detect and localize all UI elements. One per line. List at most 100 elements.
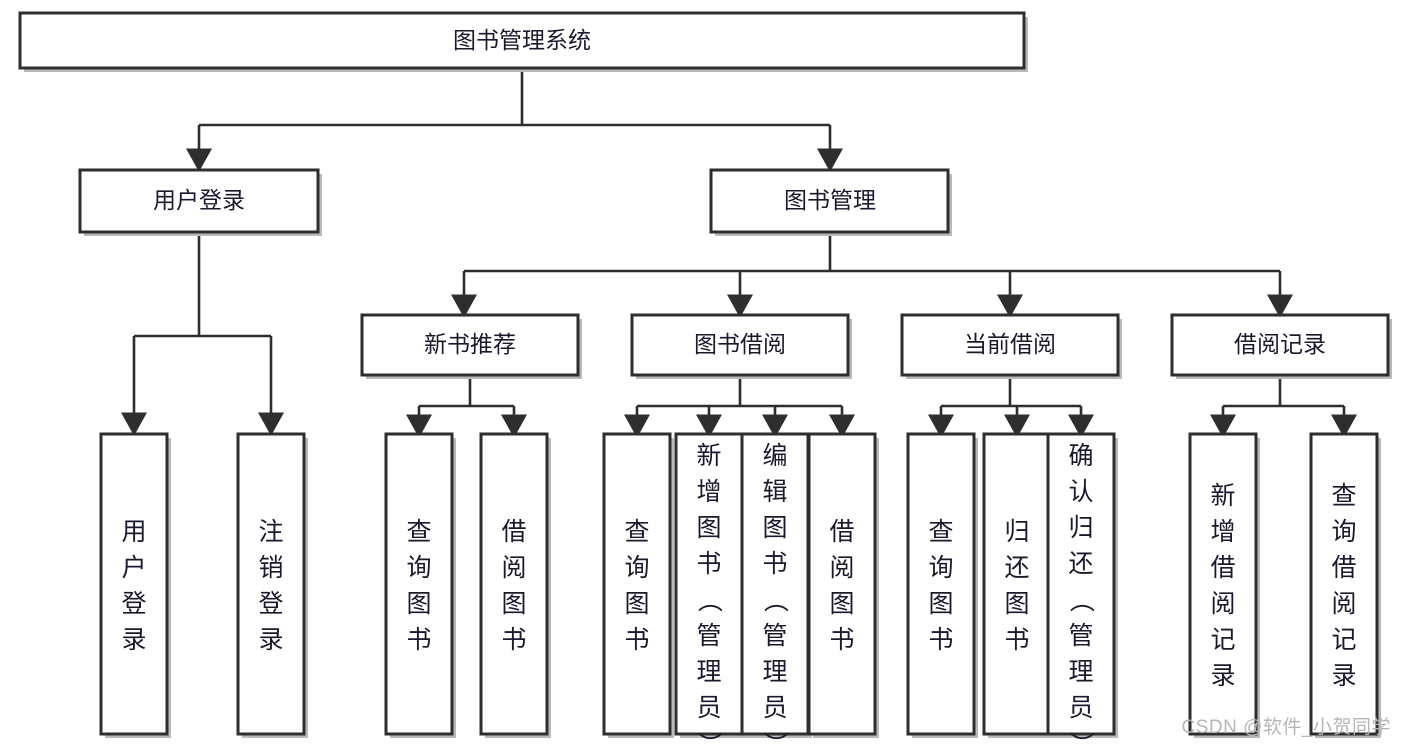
svg-text:理: 理 bbox=[1068, 658, 1093, 686]
node-leaf-query-record-box[interactable] bbox=[1309, 432, 1379, 736]
svg-text:书: 书 bbox=[829, 626, 854, 654]
node-leaf-user-login[interactable]: 用户登录 bbox=[99, 432, 171, 738]
node-new-book-recommend[interactable]: 新书推荐 bbox=[360, 313, 582, 379]
node-leaf-user-login-box[interactable] bbox=[99, 432, 169, 736]
node-leaf-confirm-return-box[interactable] bbox=[1046, 432, 1116, 736]
node-leaf-add-record-box[interactable] bbox=[1188, 432, 1258, 736]
svg-text:借: 借 bbox=[501, 518, 526, 546]
svg-text:阅: 阅 bbox=[1331, 590, 1356, 618]
svg-text:员: 员 bbox=[762, 694, 787, 722]
svg-text:录: 录 bbox=[1331, 662, 1356, 690]
connector-layer bbox=[121, 68, 1357, 438]
svg-text:）: ） bbox=[761, 731, 789, 747]
node-current-borrow-box[interactable] bbox=[900, 313, 1120, 377]
svg-text:理: 理 bbox=[696, 658, 721, 686]
node-root-label: 图书管理系统 bbox=[453, 27, 591, 53]
node-new-book-recommend-box[interactable] bbox=[360, 313, 580, 377]
node-leaf-query-book-1-box[interactable] bbox=[384, 432, 454, 736]
node-book-borrow[interactable]: 图书借阅 bbox=[630, 313, 852, 379]
node-leaf-return-book-box[interactable] bbox=[982, 432, 1052, 736]
node-borrow-record-box[interactable] bbox=[1170, 313, 1390, 377]
svg-text:录: 录 bbox=[258, 626, 283, 654]
node-current-borrow-label: 当前借阅 bbox=[964, 331, 1056, 357]
svg-text:记: 记 bbox=[1210, 626, 1235, 654]
svg-text:户: 户 bbox=[121, 554, 146, 582]
svg-text:记: 记 bbox=[1331, 626, 1356, 654]
svg-text:认: 认 bbox=[1068, 478, 1093, 506]
node-leaf-query-book-2-box[interactable] bbox=[602, 432, 672, 736]
svg-text:阅: 阅 bbox=[829, 554, 854, 582]
svg-text:管: 管 bbox=[762, 622, 787, 650]
svg-text:新: 新 bbox=[1210, 482, 1235, 510]
node-leaf-user-login-label: 用户登录 bbox=[121, 518, 146, 654]
svg-text:员: 员 bbox=[696, 694, 721, 722]
leaf-layer: 用户登录注销登录查询图书借阅图书查询图书新增图书（管理员）编辑图书（管理员）借阅… bbox=[99, 432, 1381, 747]
node-current-borrow[interactable]: 当前借阅 bbox=[900, 313, 1122, 379]
svg-text:还: 还 bbox=[1004, 554, 1029, 582]
node-leaf-borrow-book-2-box[interactable] bbox=[807, 432, 877, 736]
svg-text:（: （ bbox=[1067, 587, 1095, 612]
svg-text:增: 增 bbox=[696, 478, 721, 506]
svg-text:登: 登 bbox=[258, 590, 283, 618]
node-leaf-add-book-box[interactable] bbox=[674, 432, 744, 736]
svg-text:员: 员 bbox=[1068, 694, 1093, 722]
node-user-login-label: 用户登录 bbox=[153, 187, 245, 213]
svg-text:增: 增 bbox=[1210, 518, 1235, 546]
svg-text:阅: 阅 bbox=[501, 554, 526, 582]
svg-text:录: 录 bbox=[121, 626, 146, 654]
node-user-login-box[interactable] bbox=[78, 168, 320, 234]
svg-text:图: 图 bbox=[928, 590, 953, 618]
svg-text:书: 书 bbox=[501, 626, 526, 654]
node-leaf-query-book-3-box[interactable] bbox=[906, 432, 976, 736]
svg-text:图: 图 bbox=[696, 514, 721, 542]
svg-text:书: 书 bbox=[762, 550, 787, 578]
node-book-manage[interactable]: 图书管理 bbox=[709, 168, 952, 236]
node-book-manage-label: 图书管理 bbox=[784, 187, 876, 213]
svg-text:归: 归 bbox=[1068, 514, 1093, 542]
svg-text:书: 书 bbox=[1004, 626, 1029, 654]
svg-text:录: 录 bbox=[1210, 662, 1235, 690]
node-borrow-record-label: 借阅记录 bbox=[1234, 331, 1326, 357]
node-borrow-record[interactable]: 借阅记录 bbox=[1170, 313, 1392, 379]
svg-text:新: 新 bbox=[696, 442, 721, 470]
node-root[interactable]: 图书管理系统 bbox=[18, 11, 1028, 72]
node-root-box[interactable] bbox=[18, 11, 1026, 70]
node-book-manage-box[interactable] bbox=[709, 168, 950, 234]
svg-text:询: 询 bbox=[406, 554, 431, 582]
node-leaf-borrow-book-1-box[interactable] bbox=[479, 432, 549, 736]
svg-text:询: 询 bbox=[928, 554, 953, 582]
node-leaf-user-logout-box[interactable] bbox=[236, 432, 306, 736]
svg-text:还: 还 bbox=[1068, 550, 1093, 578]
svg-text:查: 查 bbox=[406, 518, 431, 546]
node-user-login[interactable]: 用户登录 bbox=[78, 168, 322, 236]
svg-text:用: 用 bbox=[121, 518, 146, 546]
svg-text:图: 图 bbox=[829, 590, 854, 618]
svg-text:销: 销 bbox=[258, 554, 283, 582]
svg-text:管: 管 bbox=[1068, 622, 1093, 650]
svg-text:辑: 辑 bbox=[762, 478, 787, 506]
svg-text:（: （ bbox=[761, 587, 789, 612]
svg-text:阅: 阅 bbox=[1210, 590, 1235, 618]
node-book-borrow-box[interactable] bbox=[630, 313, 850, 377]
